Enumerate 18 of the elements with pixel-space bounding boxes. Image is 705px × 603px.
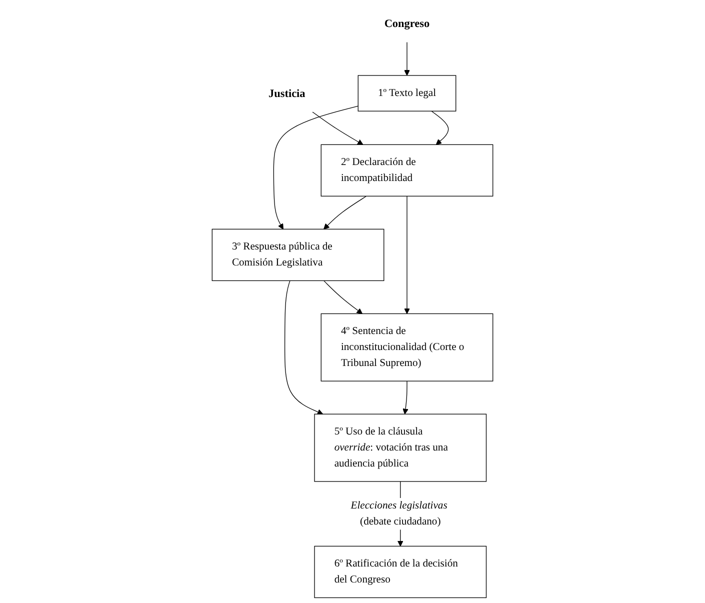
node-text: Congreso	[384, 17, 430, 30]
node-box: 2º Declaración de incompatibilidad	[320, 144, 494, 196]
arrow	[402, 380, 408, 414]
arrow	[284, 280, 324, 415]
edge-label: Elecciones legislativas (debate ciudadano)	[350, 500, 448, 528]
arrow	[431, 110, 449, 145]
node-text: Justicia	[268, 86, 306, 100]
arrow	[404, 42, 410, 76]
node-box: 1º Texto legal	[358, 75, 456, 112]
node-box: 6º Ratificación de la decisión del Congreso	[314, 546, 487, 598]
arrow	[323, 280, 363, 314]
arrow	[404, 196, 410, 314]
node-box: 5º Uso de la cláusula override: votación tras una audiencia pública	[314, 414, 487, 482]
arrow	[273, 106, 358, 230]
arrow	[324, 196, 367, 230]
node-box: 3º Respuesta pública de Comisión Legislativa	[212, 228, 384, 282]
arrow	[312, 111, 364, 145]
node-box: 4º Sentencia de inconstitucionalidad (Corte o Tribunal Supremo)	[320, 313, 494, 382]
